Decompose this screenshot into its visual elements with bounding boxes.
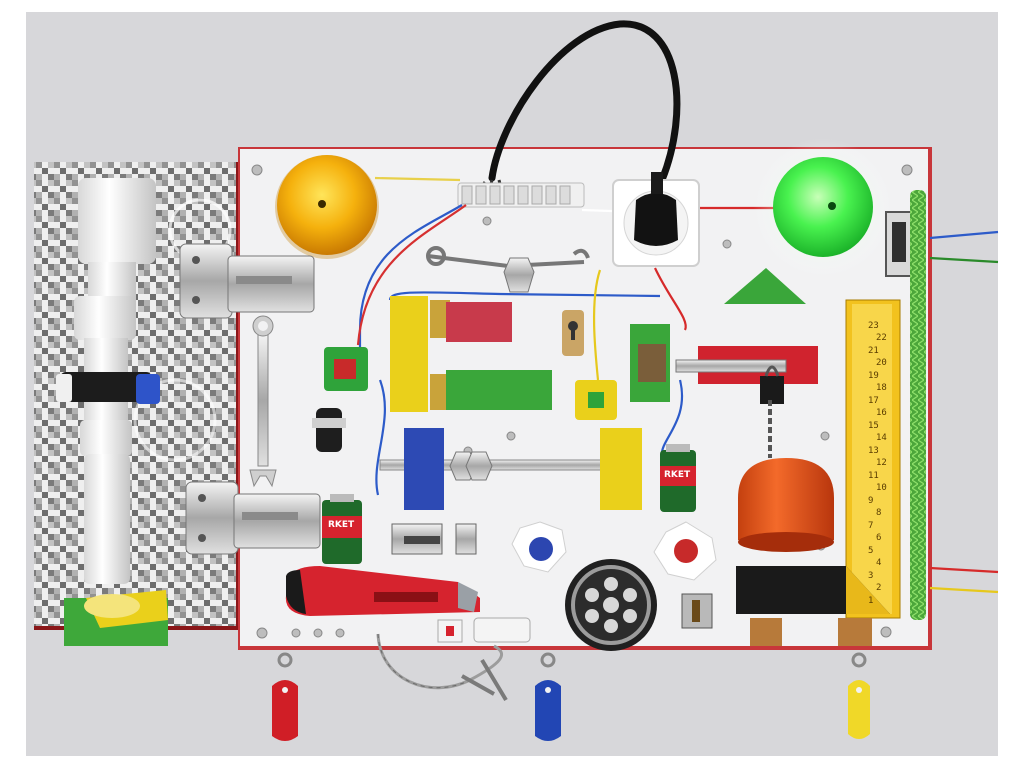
chain-icon[interactable]: [376, 633, 508, 702]
bell-icon[interactable]: [738, 400, 834, 552]
small-latch[interactable]: [681, 593, 713, 629]
keyhole-plate: [562, 310, 584, 356]
wood-blocks: [750, 618, 872, 646]
key-tag-icon[interactable]: [848, 652, 870, 739]
set-square: [736, 566, 890, 614]
hinge-icon[interactable]: [179, 243, 315, 319]
drain-cover-icon[interactable]: [565, 559, 657, 651]
gate-latch-icon[interactable]: [885, 211, 913, 277]
red-knob-button[interactable]: [653, 521, 717, 581]
power-cable: [488, 20, 681, 184]
barrel-bolt-icon[interactable]: [391, 523, 477, 555]
battery-icon[interactable]: [660, 444, 696, 512]
hinge-icon[interactable]: [185, 481, 321, 555]
sliding-axle[interactable]: [379, 428, 642, 510]
green-lamp-icon[interactable]: [753, 138, 893, 278]
climbing-rope[interactable]: [910, 190, 926, 620]
wrench-icon[interactable]: [249, 315, 277, 488]
green-block: [630, 324, 670, 402]
green-push-button[interactable]: [324, 347, 368, 391]
hex-nut: [503, 257, 535, 293]
magnet-catch[interactable]: [437, 617, 531, 643]
bolt-latch[interactable]: [390, 296, 552, 412]
door-stopper[interactable]: [312, 408, 346, 452]
box-cutter-icon[interactable]: [285, 566, 480, 616]
green-triangle-block: [724, 268, 806, 304]
pipe-base-block: [64, 590, 168, 646]
yellow-lamp-icon[interactable]: [275, 155, 379, 259]
battery-icon[interactable]: [322, 494, 362, 564]
power-plug-icon[interactable]: [634, 172, 678, 246]
pipe-icon[interactable]: [56, 178, 160, 584]
board-screws: [251, 164, 913, 639]
blue-knob-button[interactable]: [511, 521, 567, 573]
terminal-block: [457, 182, 585, 208]
ruler-icon: [845, 299, 901, 619]
key-tag-icon[interactable]: [272, 652, 298, 741]
yellow-push-button[interactable]: [575, 380, 617, 420]
key-tag-icon[interactable]: [535, 652, 561, 741]
red-slide-latch[interactable]: [675, 346, 818, 404]
